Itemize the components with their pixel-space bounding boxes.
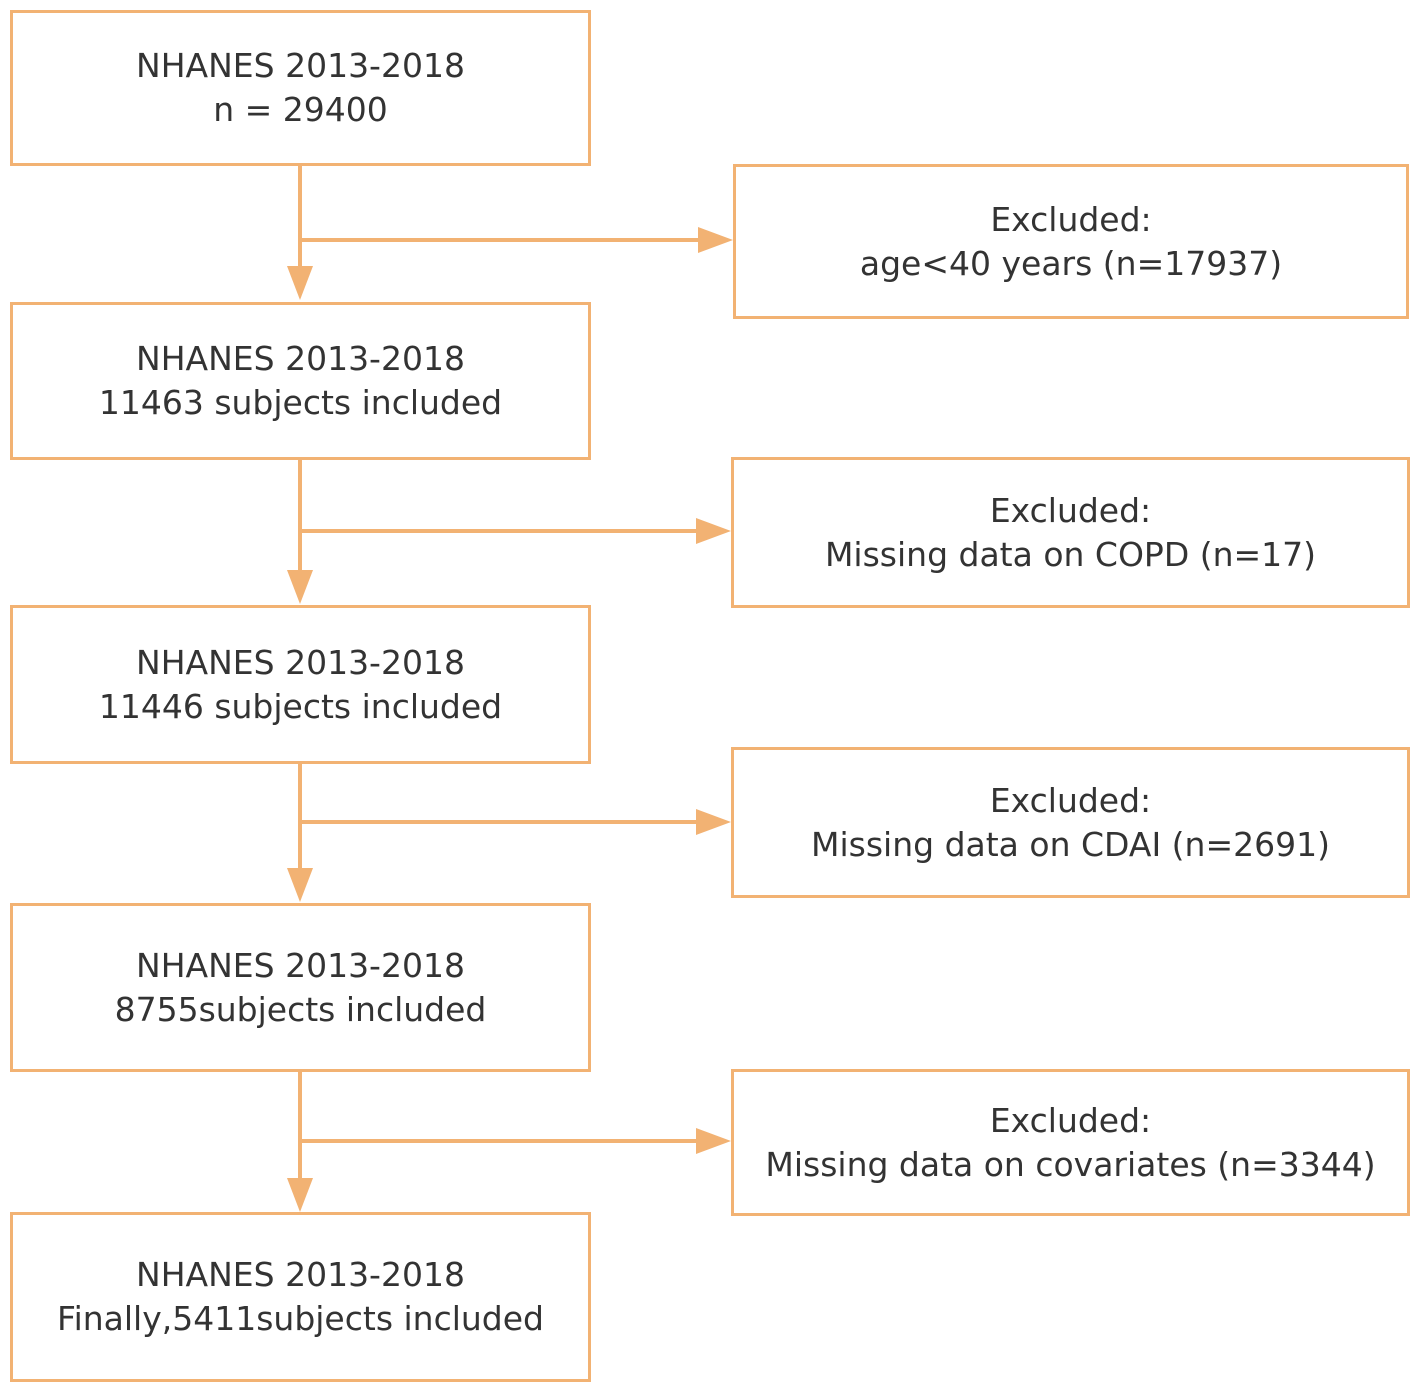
main-step-count: 8755subjects included — [114, 989, 487, 1029]
right-arrowhead-3 — [696, 809, 731, 835]
right-arrowhead-2 — [696, 518, 731, 544]
main-step-box-4: NHANES 2013-2018 8755subjects included — [10, 903, 591, 1072]
exclusion-box-1: Excluded: age<40 years (n=17937) — [733, 164, 1409, 319]
exclusion-title: Excluded: — [989, 780, 1152, 820]
exclusion-title: Excluded: — [990, 199, 1152, 239]
exclusion-reason: age<40 years (n=17937) — [859, 243, 1283, 283]
exclusion-title: Excluded: — [989, 490, 1152, 530]
down-arrowhead-4 — [287, 1178, 313, 1212]
main-step-title: NHANES 2013-2018 — [136, 339, 465, 378]
main-step-title: NHANES 2013-2018 — [136, 945, 465, 985]
right-arrowhead-1 — [698, 227, 733, 253]
down-arrowhead-2 — [287, 570, 313, 604]
main-step-title: NHANES 2013-2018 — [136, 642, 465, 682]
exclusion-box-2: Excluded: Missing data on COPD (n=17) — [731, 457, 1410, 608]
right-arrowhead-4 — [696, 1128, 731, 1154]
main-step-box-1: NHANES 2013-2018 n = 29400 — [10, 10, 591, 166]
main-step-title: NHANES 2013-2018 — [136, 1255, 465, 1294]
down-arrowhead-1 — [287, 266, 313, 300]
main-step-title: NHANES 2013-2018 — [136, 46, 465, 85]
main-step-box-5: NHANES 2013-2018 Finally,5411subjects in… — [10, 1212, 591, 1382]
exclusion-title: Excluded: — [989, 1100, 1152, 1140]
main-step-count: 11446 subjects included — [98, 686, 503, 726]
down-arrowhead-3 — [287, 868, 313, 902]
exclusion-reason: Missing data on covariates (n=3344) — [765, 1144, 1376, 1184]
main-step-count: 11463 subjects included — [98, 383, 503, 422]
main-step-box-2: NHANES 2013-2018 11463 subjects included — [10, 302, 591, 460]
exclusion-reason: Missing data on CDAI (n=2691) — [811, 824, 1330, 864]
main-step-box-3: NHANES 2013-2018 11446 subjects included — [10, 605, 591, 764]
main-step-count: n = 29400 — [213, 90, 388, 129]
main-step-count: Finally,5411subjects included — [56, 1299, 545, 1338]
exclusion-box-3: Excluded: Missing data on CDAI (n=2691) — [731, 747, 1410, 898]
exclusion-box-4: Excluded: Missing data on covariates (n=… — [731, 1069, 1410, 1216]
exclusion-reason: Missing data on COPD (n=17) — [824, 534, 1317, 574]
